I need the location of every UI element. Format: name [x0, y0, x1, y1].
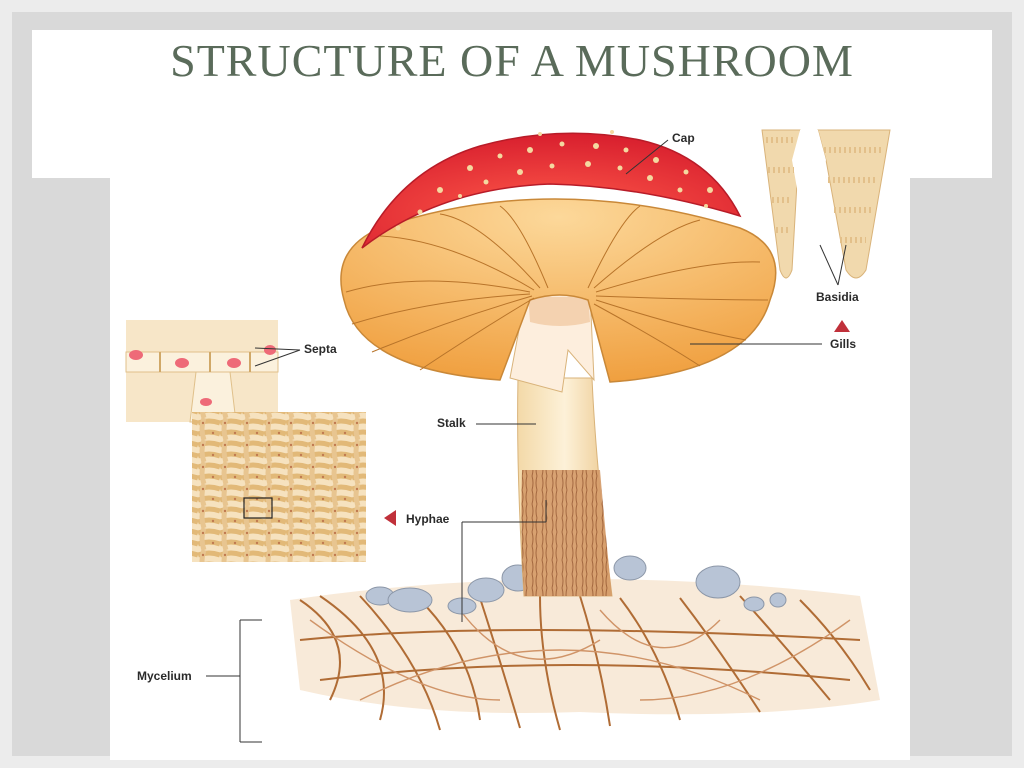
- page-title: STRUCTURE OF A MUSHROOM: [170, 35, 854, 86]
- cap: [361, 130, 742, 249]
- label-septa: Septa: [304, 342, 337, 356]
- soil-mycelium: [290, 578, 880, 731]
- leader-lines: [206, 139, 822, 743]
- label-stalk: Stalk: [437, 416, 466, 430]
- cap-leader: [625, 139, 669, 175]
- label-mycelium: Mycelium: [137, 669, 192, 683]
- label-hyphae: Hyphae: [406, 512, 450, 526]
- label-gills: Gills: [830, 337, 857, 351]
- stalk: [509, 291, 613, 597]
- gills-pointer-icon: [834, 320, 850, 332]
- hyphae-pointer-icon: [384, 510, 396, 526]
- gills: [340, 198, 777, 383]
- cap-spots: [395, 130, 713, 231]
- label-cap: Cap: [672, 131, 695, 145]
- septa-inset: [125, 320, 301, 423]
- basidia-inset: [761, 129, 891, 286]
- label-basidia: Basidia: [816, 290, 859, 304]
- hyphae-inset: [192, 412, 366, 562]
